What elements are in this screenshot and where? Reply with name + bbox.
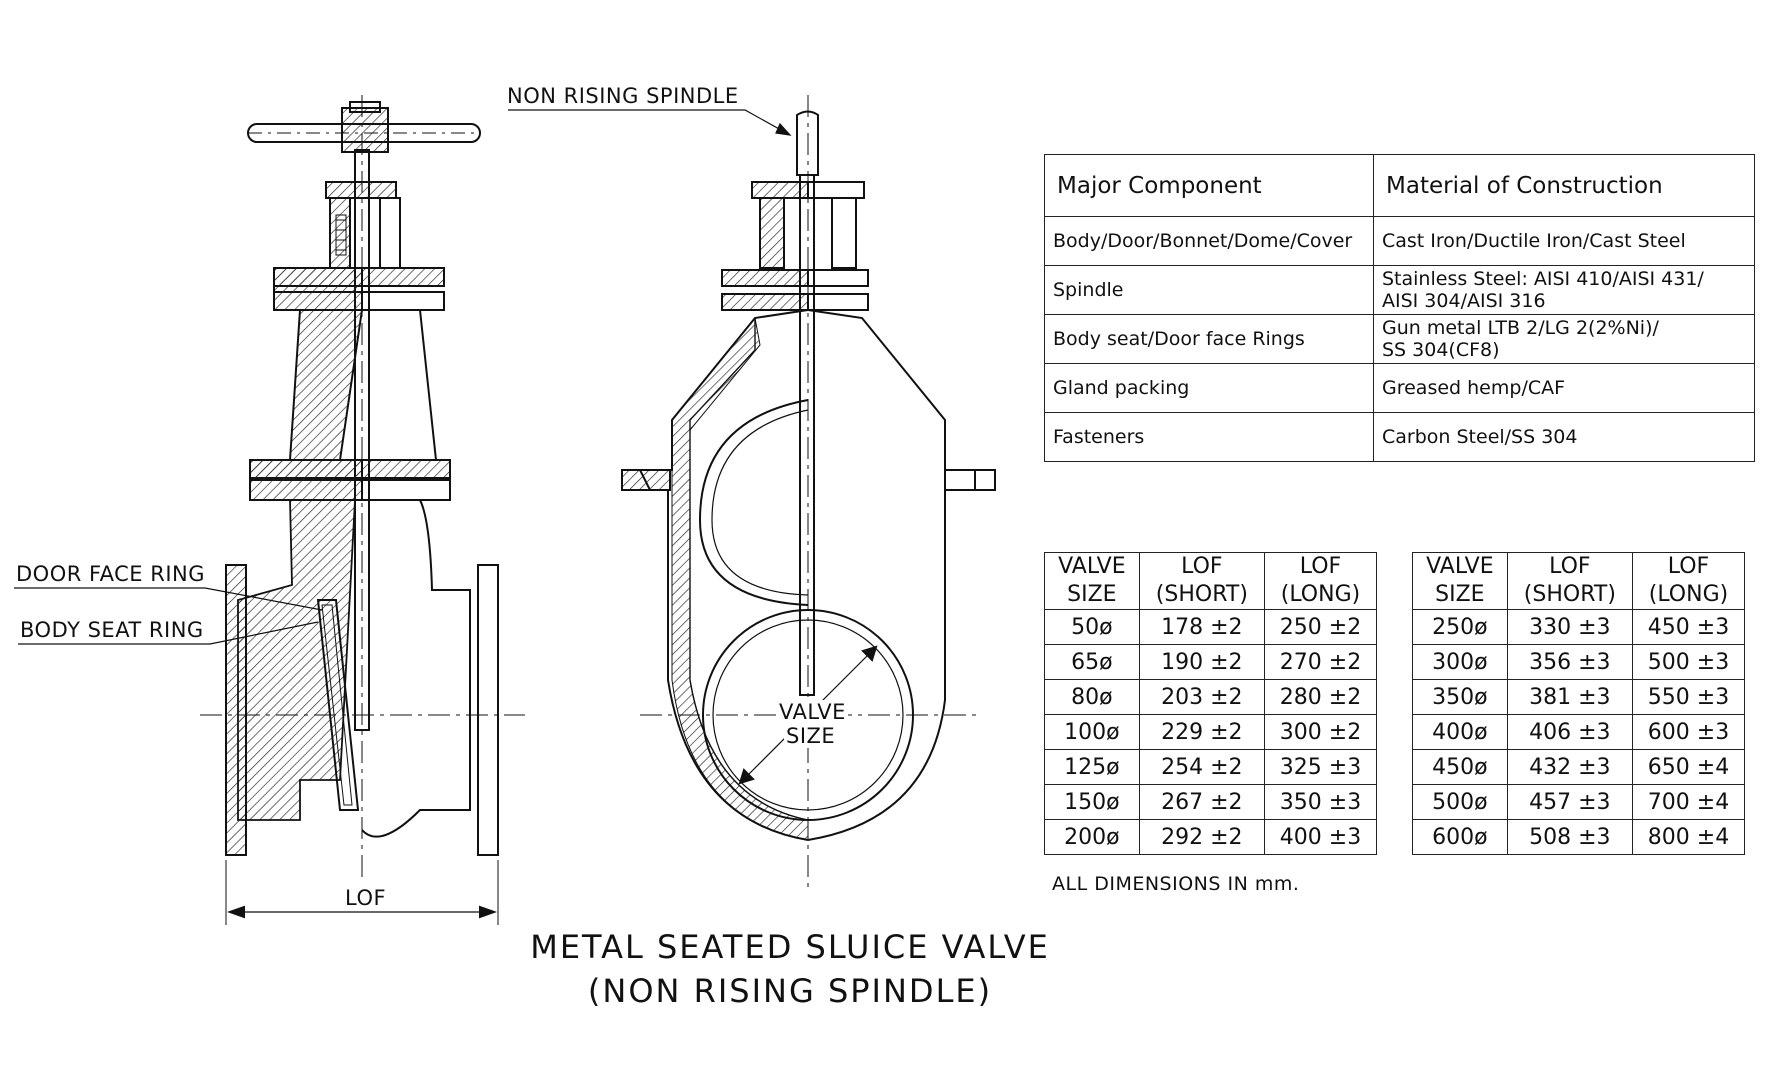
table-cell: 190 ±2 <box>1138 644 1265 680</box>
table-cell: 508 ±3 <box>1506 819 1633 855</box>
table-cell: 270 ±2 <box>1263 644 1378 680</box>
materials-cell: Fasteners <box>1044 412 1374 462</box>
label-non-rising-spindle: NON RISING SPINDLE <box>507 84 739 108</box>
materials-cell: Spindle <box>1044 265 1374 315</box>
side-section-view <box>200 95 525 925</box>
dim-header-lof-long: LOF(LONG) <box>1631 552 1746 610</box>
table-cell: 350ø <box>1412 679 1508 715</box>
materials-cell: Stainless Steel: AISI 410/AISI 431/AISI … <box>1373 265 1755 315</box>
table-cell: 300ø <box>1412 644 1508 680</box>
table-cell: 203 ±2 <box>1138 679 1265 715</box>
leader-lines <box>14 109 792 645</box>
label-valve-size-2: SIZE <box>784 724 838 748</box>
table-cell: 300 ±2 <box>1263 714 1378 750</box>
table-cell: 330 ±3 <box>1506 609 1633 645</box>
materials-header-material: Material of Construction <box>1373 154 1755 217</box>
dim-header-lof-short: LOF(SHORT) <box>1506 552 1633 610</box>
materials-cell: Body/Door/Bonnet/Dome/Cover <box>1044 216 1374 266</box>
drawing-title-line1: METAL SEATED SLUICE VALVE <box>530 928 1050 966</box>
table-cell: 550 ±3 <box>1631 679 1746 715</box>
table-cell: 80ø <box>1044 679 1140 715</box>
dim-header-lof-short: LOF(SHORT) <box>1138 552 1265 610</box>
label-door-face-ring: DOOR FACE RING <box>16 562 206 586</box>
materials-cell: Greased hemp/CAF <box>1373 363 1755 413</box>
table-cell: 381 ±3 <box>1506 679 1633 715</box>
materials-cell: Gland packing <box>1044 363 1374 413</box>
table-cell: 406 ±3 <box>1506 714 1633 750</box>
table-cell: 200ø <box>1044 819 1140 855</box>
table-cell: 267 ±2 <box>1138 784 1265 820</box>
table-cell: 400ø <box>1412 714 1508 750</box>
table-cell: 700 ±4 <box>1631 784 1746 820</box>
materials-cell: Cast Iron/Ductile Iron/Cast Steel <box>1373 216 1755 266</box>
label-valve-size-1: VALVE <box>777 700 848 724</box>
dimensions-note: ALL DIMENSIONS IN mm. <box>1052 873 1300 895</box>
materials-cell: Carbon Steel/SS 304 <box>1373 412 1755 462</box>
label-lof: LOF <box>345 886 387 910</box>
table-cell: 600ø <box>1412 819 1508 855</box>
table-cell: 229 ±2 <box>1138 714 1265 750</box>
front-section-view <box>621 95 996 890</box>
table-cell: 100ø <box>1044 714 1140 750</box>
table-cell: 356 ±3 <box>1506 644 1633 680</box>
table-cell: 600 ±3 <box>1631 714 1746 750</box>
table-cell: 150ø <box>1044 784 1140 820</box>
table-cell: 254 ±2 <box>1138 749 1265 785</box>
table-cell: 50ø <box>1044 609 1140 645</box>
table-cell: 125ø <box>1044 749 1140 785</box>
table-cell: 280 ±2 <box>1263 679 1378 715</box>
table-cell: 800 ±4 <box>1631 819 1746 855</box>
materials-table: Major Component Material of Construction… <box>1044 154 1755 462</box>
table-cell: 325 ±3 <box>1263 749 1378 785</box>
table-cell: 292 ±2 <box>1138 819 1265 855</box>
table-cell: 250 ±2 <box>1263 609 1378 645</box>
materials-cell: Gun metal LTB 2/LG 2(2%Ni)/SS 304(CF8) <box>1373 314 1755 364</box>
table-cell: 450 ±3 <box>1631 609 1746 645</box>
table-cell: 432 ±3 <box>1506 749 1633 785</box>
table-cell: 400 ±3 <box>1263 819 1378 855</box>
table-cell: 650 ±4 <box>1631 749 1746 785</box>
table-cell: 500 ±3 <box>1631 644 1746 680</box>
table-cell: 65ø <box>1044 644 1140 680</box>
materials-header-component: Major Component <box>1044 154 1374 217</box>
table-cell: 350 ±3 <box>1263 784 1378 820</box>
materials-cell: Body seat/Door face Rings <box>1044 314 1374 364</box>
drawing-title-line2: (NON RISING SPINDLE) <box>587 972 993 1010</box>
label-body-seat-ring: BODY SEAT RING <box>20 618 204 642</box>
table-cell: 250ø <box>1412 609 1508 645</box>
dim-header-lof-long: LOF(LONG) <box>1263 552 1378 610</box>
table-cell: 500ø <box>1412 784 1508 820</box>
table-cell: 450ø <box>1412 749 1508 785</box>
table-cell: 457 ±3 <box>1506 784 1633 820</box>
table-cell: 178 ±2 <box>1138 609 1265 645</box>
